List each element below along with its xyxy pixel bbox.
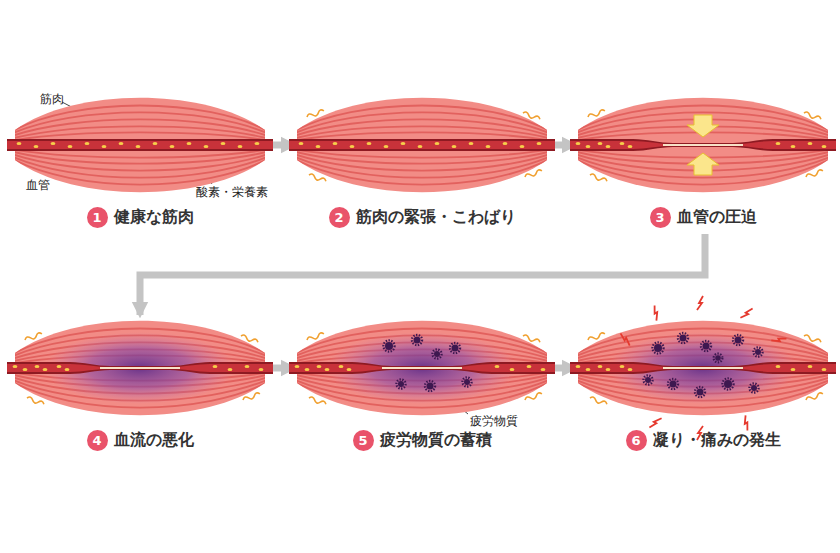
pain-spark [740,306,752,321]
caption-text: 筋肉の緊張・こわばり [356,207,516,228]
pain-spark [618,333,633,345]
stage-caption: 3 血管の圧迫 [578,207,828,228]
oxygen-nutrient-dots [13,365,264,371]
stage-caption: 1 健康な筋肉 [15,207,265,228]
caption-text: 血管の圧迫 [677,207,757,228]
stage-panel: 4 血流の悪化 [15,318,265,455]
muscle-illustration [15,318,265,418]
blood-vessel-lumen [570,141,836,149]
compression-arrow [687,153,719,175]
oxygen-nutrient-dots [576,142,827,148]
stage-caption: 2 筋肉の緊張・こわばり [297,207,547,228]
blood-vessel-lumen [289,364,555,372]
pain-spark [697,296,703,310]
blood-vessel [289,362,555,374]
stage-caption: 6 凝り・痛みの発生 [578,430,828,451]
muscle-illustration [578,318,828,418]
blood-vessel-lumen [570,364,836,372]
step-number: 2 [329,207,350,228]
caption-text: 凝り・痛みの発生 [653,430,781,451]
part-label: 血管 [26,178,50,192]
blood-vessel-lumen [7,364,273,372]
oxygen-nutrient-dots [299,142,542,148]
part-label: 疲労物質 [470,414,518,428]
stage-panel: 3 血管の圧迫 [578,95,828,232]
blood-vessel [570,139,836,151]
muscle-illustration [578,95,828,195]
oxygen-nutrient-dots [576,365,827,371]
blood-vessel [7,362,273,374]
stage-caption: 5 疲労物質の蓄積 [297,430,547,451]
step-number: 4 [87,430,108,451]
stage-panel: 5 疲労物質の蓄積 [297,318,547,455]
pain-spark [649,415,661,430]
pain-spark [740,415,752,430]
step-number: 3 [650,207,671,228]
flow-arrow [140,234,705,315]
blood-vessel [289,139,555,151]
muscle-illustration [297,318,547,418]
stage-panel: 6 凝り・痛みの発生 [578,318,828,455]
step-number: 6 [626,430,647,451]
step-number: 5 [353,430,374,451]
fatigue-substances [643,333,762,397]
step-number: 1 [87,207,108,228]
blood-vessel-lumen [289,141,555,149]
blood-vessel [7,139,273,151]
compressed-lumen [382,367,462,369]
fatigue-substances [383,335,471,391]
caption-text: 血流の悪化 [114,430,194,451]
stage-panel: 1 健康な筋肉 [15,95,265,232]
caption-text: 疲労物質の蓄積 [380,430,492,451]
compressed-lumen [663,144,743,146]
blood-vessel [570,362,836,374]
pain-spark [771,333,786,345]
oxygen-nutrient-dots [17,142,260,148]
caption-text: 健康な筋肉 [114,207,194,228]
part-label: 筋肉 [40,92,64,106]
compressed-lumen [100,367,180,369]
compression-arrow [687,115,719,137]
compressed-lumen [663,367,743,369]
blood-vessel-lumen [7,141,273,149]
part-label: 酸素・栄養素 [196,185,268,199]
muscle-illustration [15,95,265,195]
stage-panel: 2 筋肉の緊張・こわばり [297,95,547,232]
oxygen-nutrient-dots [295,365,546,371]
stage-caption: 4 血流の悪化 [15,430,265,451]
muscle-illustration [297,95,547,195]
pain-spark [649,306,661,321]
